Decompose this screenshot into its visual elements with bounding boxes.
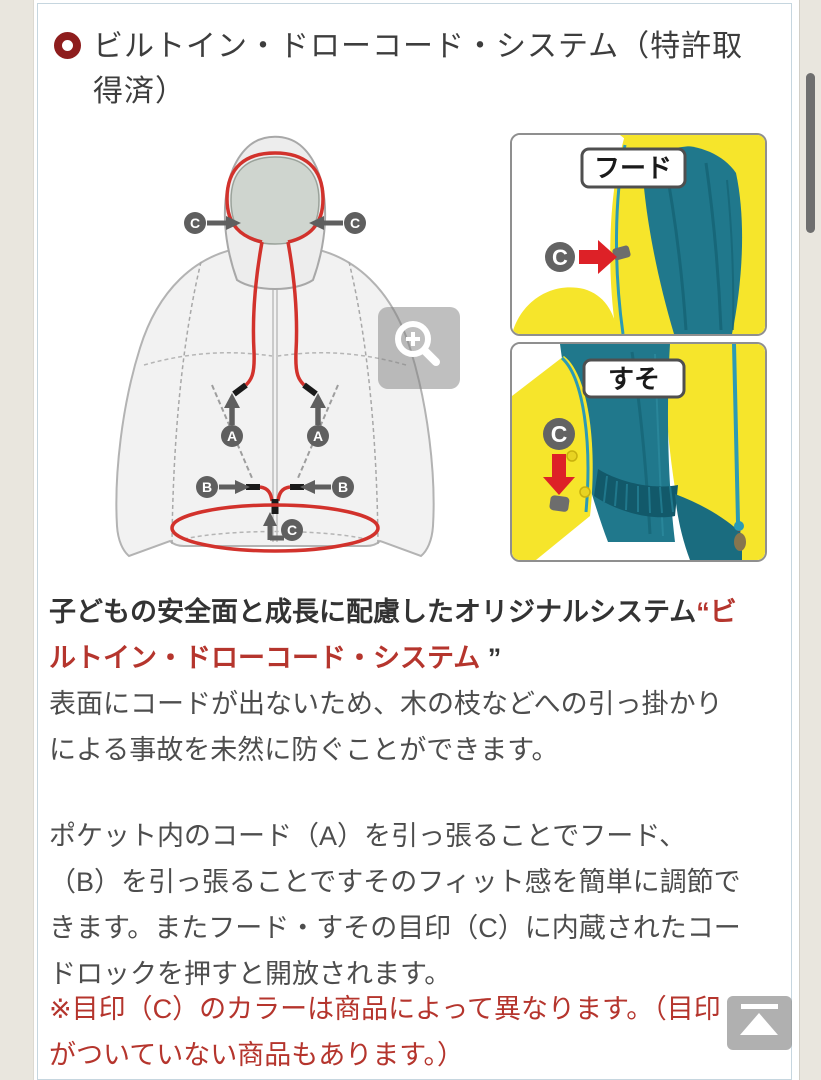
scrollbar-thumb[interactable] — [806, 73, 815, 233]
page-left-margin — [0, 0, 34, 1080]
hood-photo[interactable]: C フード — [510, 133, 767, 336]
svg-text:C: C — [287, 522, 297, 538]
zoom-magnifier-icon[interactable] — [378, 307, 460, 389]
section-title: ビルトイン・ドローコード・システム（特許取得済） — [93, 30, 744, 108]
note-line: ※目印（C）のカラーは商品によって異なります。（目印 — [49, 994, 721, 1024]
lead-line-1: 子どもの安全面と成長に配慮したオリジナルシステム“ビ — [49, 597, 737, 627]
usage-line: ポケット内のコード（A）を引っ張ることでフード、 — [49, 821, 687, 851]
svg-text:C: C — [551, 421, 568, 447]
usage-line: （B）を引っ張ることですそのフィット感を簡単に調節で — [49, 867, 741, 897]
svg-text:C: C — [190, 215, 200, 231]
hem-drawcord-highlight — [170, 503, 380, 553]
marker-c-hood-left: C — [184, 212, 241, 234]
svg-text:すそ: すそ — [608, 364, 660, 394]
usage-line: ドロックを押すと開放されます。 — [49, 959, 452, 989]
hood-drawcord — [225, 151, 325, 244]
marker-a-right: A — [307, 393, 329, 447]
drawcord-diagram-image[interactable]: C C A A — [100, 130, 480, 568]
svg-text:フード: フード — [594, 153, 672, 183]
zipper-pull — [734, 521, 746, 551]
jacket-diagram: C C A A — [115, 135, 460, 558]
scrollbar-track[interactable] — [799, 0, 821, 1080]
marker-c-hem-photo: C — [543, 418, 575, 495]
hem-label: すそ — [582, 358, 686, 399]
svg-text:B: B — [202, 479, 212, 495]
svg-text:A: A — [313, 428, 323, 444]
marker-b-right: B — [300, 476, 354, 498]
red-arrow-down-icon — [552, 454, 566, 477]
marker-c-hood-right: C — [309, 212, 366, 234]
arrow-up-to-top-icon — [741, 1004, 778, 1009]
usage-line: きます。またフード・すその目印（C）に内蔵されたコー — [49, 913, 741, 943]
hem-photo[interactable]: C すそ — [510, 342, 767, 562]
note-line: がついていない商品もあります。） — [49, 1040, 464, 1070]
hem-cordlock — [549, 495, 570, 512]
svg-text:C: C — [552, 245, 568, 270]
marker-b-left: B — [196, 476, 250, 498]
ring-bullet-icon — [54, 32, 81, 59]
svg-text:A: A — [227, 428, 237, 444]
lead-line-4: による事故を未然に防ぐことができます。 — [49, 735, 559, 765]
color-note: ※目印（C）のカラーは商品によって異なります。（目印 がついていない商品もありま… — [49, 986, 721, 1078]
hood-label: フード — [580, 147, 687, 189]
usage-paragraph: ポケット内のコード（A）を引っ張ることでフード、 （B）を引っ張ることですそのフ… — [49, 813, 741, 997]
lead-line-2: ルトイン・ドローコード・システム ” — [49, 643, 502, 673]
section-heading: ビルトイン・ドローコード・システム（特許取得済） — [54, 24, 755, 114]
product-description-panel: ビルトイン・ドローコード・システム（特許取得済） — [37, 3, 792, 1080]
marker-c-hood-photo: C — [545, 240, 617, 274]
marker-a-left: A — [221, 393, 243, 447]
lead-line-3: 表面にコードが出ないため、木の枝などへの引っ掛かり — [49, 689, 723, 719]
marker-c-hem: C — [263, 512, 303, 541]
lead-paragraph: 子どもの安全面と成長に配慮したオリジナルシステム“ビ ルトイン・ドローコード・シ… — [49, 589, 737, 773]
hood-cordlock — [612, 245, 631, 261]
red-arrow-right-icon — [579, 250, 598, 264]
back-to-top-button[interactable] — [727, 996, 792, 1050]
system-name-red: “ビ — [696, 597, 737, 627]
hood-opening — [230, 156, 320, 245]
svg-text:B: B — [338, 479, 348, 495]
system-name-red: ルトイン・ドローコード・システム — [49, 643, 481, 673]
svg-text:C: C — [350, 215, 360, 231]
